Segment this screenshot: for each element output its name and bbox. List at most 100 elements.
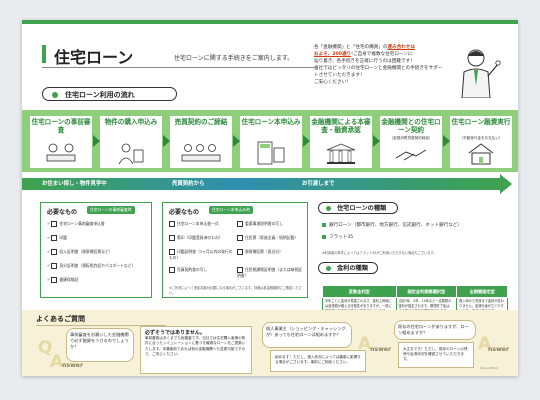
- notice-part3: 辿り着き、各手続きを正確に行うのは困難です！: [314, 59, 415, 64]
- flow-title-dot: [52, 92, 58, 98]
- needs-item: ✔健康保険証: [47, 277, 79, 283]
- notice-highlight-2: およそ、300通り: [314, 52, 352, 57]
- needs-item: ✔印鑑: [47, 235, 67, 241]
- check-icon: ✔: [47, 277, 51, 282]
- bullet-square-icon: [322, 234, 326, 239]
- phase-label-1: お住まい探し・物件見学中: [42, 181, 107, 187]
- q-letter: Q: [38, 338, 53, 358]
- checkbox-icon: [169, 221, 175, 227]
- notice-part4: 当社ではピッタリの住宅ローンと金融機関との手続きをサポートさせていただきます！: [314, 66, 443, 78]
- title-underline: [42, 67, 317, 68]
- handshake-icon: [395, 149, 427, 161]
- advisor-illustration: [461, 49, 501, 98]
- needs-item: 住民税課税証明書（または納税証明書）: [237, 267, 302, 278]
- flow-step-5: 金融機関による本審査・融資承認: [310, 116, 372, 168]
- checkbox-icon: [51, 263, 58, 269]
- notice-highlight-1: 連み合わせは: [387, 45, 416, 50]
- faq-answer-1-body: 事前審査はあくまでも仮審査です。当社では住宅購入者様の条件に合ったシミュレーショ…: [145, 336, 246, 356]
- types-title-dot: [326, 206, 331, 211]
- checkbox-icon: [51, 249, 58, 255]
- faq-question-3: 既存の住宅ローンがありますが、ローン組めますか？: [394, 320, 476, 340]
- a-letter-2: A: [358, 334, 372, 354]
- needs-item: 住民票（家族全員・続柄記載）: [237, 235, 298, 241]
- faq-answer-1: 必ずそうではありません。 事前審査はあくまでも仮審査です。当社では住宅購入者様の…: [140, 326, 252, 374]
- flow-section-title: 住宅ローン利用の流れ: [42, 87, 177, 101]
- rate-header-fixed-period: 固定金利期間選択型: [395, 285, 458, 298]
- loan-type-item: フラット35: [322, 234, 353, 240]
- flow-step-7: 住宅ローン融資実行 （不動産代金をお支払い）: [450, 116, 512, 168]
- flow-step-note: （不動産代金をお支払い）: [459, 136, 503, 140]
- needs-item: 住宅ローン本申込書一式: [169, 221, 219, 227]
- loan-type-item: 銀行ローン（都市銀行、地方銀行、信託銀行、ネット銀行など）: [322, 222, 462, 228]
- a-letter: A: [50, 352, 64, 372]
- flow-step-note: （金銭消費貸借契約締結）: [389, 136, 433, 140]
- phase-label-2: 売買契約から: [172, 181, 205, 187]
- answer-word-3: nswer: [488, 346, 510, 353]
- document-code: SSA-L20012: [480, 366, 499, 370]
- notice-text: 各「金融機関」と「住宅の購買」の連み合わせは およそ、300通り!ご自身で複数な…: [314, 44, 444, 94]
- needs-item: 重要事項説明書の写し: [237, 221, 283, 227]
- a-letter-3: A: [478, 334, 492, 354]
- bullet-square-icon: [322, 222, 326, 227]
- checkbox-icon: [237, 221, 243, 227]
- flow-title-label: 住宅ローン利用の流れ: [65, 91, 135, 99]
- needs-box-application: 必要なもの 住宅ローン本申込み時 住宅ローン本申込書一式 重要事項説明書の写し …: [162, 202, 308, 298]
- types-title-label: 住宅ローンの種類: [337, 205, 387, 212]
- flow-step-label: 住宅ローン本申込み: [241, 118, 301, 126]
- flow-arrow-5: [373, 135, 380, 147]
- phase-bar-arrow: [500, 174, 512, 194]
- checkbox-icon: [51, 277, 58, 283]
- answer-word-2: nswer: [370, 346, 392, 353]
- needs-item: 印鑑証明書（3ヶ月以内の発行のもの）: [169, 249, 233, 260]
- flow-step-label: 売買契約のご締結: [174, 118, 228, 126]
- flow-step-1: 住宅ローンの事前審査: [30, 116, 92, 168]
- needs-item: ✔収入証明書（源泉徴収票など）: [47, 249, 113, 255]
- calculator-icon: [257, 141, 285, 165]
- flow-step-label: 住宅ローン融資実行: [451, 118, 511, 126]
- faq-answer-3: 大丈夫です！ただし、既存のローンの残債や返済状況を確認させていただきます。: [398, 342, 474, 368]
- rate-header-variable: 変動金利型: [322, 285, 397, 298]
- rate-header-fully-fixed: 全期間固定型: [456, 285, 508, 298]
- notice-part5: ご安心ください！: [314, 80, 351, 85]
- faq-question-1: 事前審査をお願いした金融機関で必ず融資をうけるのでしょうか？: [66, 328, 134, 362]
- needs-item: ✔住宅ローン事前審査申込書: [47, 221, 105, 227]
- house-icon: [468, 143, 494, 165]
- faq-answer-1-lead: 必ずそうではありません。: [145, 330, 205, 336]
- flyer-sheet: 住宅ローン 住宅ローンに関する手続きをご案内します。 各「金融機関」と「住宅の購…: [22, 20, 518, 376]
- page-title: 住宅ローン: [54, 48, 134, 67]
- flow-step-4: 住宅ローン本申込み: [240, 116, 302, 168]
- checkbox-icon: [237, 249, 243, 255]
- rate-types-title: 金利の種類: [318, 262, 378, 274]
- flow-arrow-6: [443, 135, 450, 147]
- faq-title: よくあるご質問: [36, 315, 85, 323]
- needs-box-title: 必要なもの: [169, 209, 200, 216]
- flow-step-label: 物件の購入申込み: [104, 118, 158, 126]
- page-subtitle: 住宅ローンに関する手続きをご案内します。: [174, 55, 294, 62]
- faq-title-underline: [36, 325, 166, 326]
- checkbox-icon: [51, 221, 58, 227]
- flow-arrow-4: [303, 135, 310, 147]
- needs-box-title: 必要なもの: [47, 209, 78, 216]
- needs-box-tag: 住宅ローン本申込み時: [209, 206, 253, 214]
- flow-arrow-1: [93, 135, 100, 147]
- rate-title-label: 金利の種類: [337, 265, 368, 272]
- bank-icon: [326, 143, 356, 164]
- contract-meeting-icon: [181, 144, 221, 162]
- flow-step-label: 金融機関との住宅ローン契約: [381, 118, 441, 134]
- flow-step-label: 住宅ローンの事前審査: [31, 118, 91, 134]
- flow-arrow-2: [163, 135, 170, 147]
- application-icon: [118, 143, 144, 165]
- loan-types-title: 住宅ローンの種類: [318, 202, 398, 214]
- faq-question-2: 個人事業主（ショッピング・キャッシングが）あっても住宅ローンは組めますか？: [262, 322, 352, 348]
- consultation-icon: [46, 143, 76, 162]
- needs-item: 源泉徴収票（直近分）: [237, 249, 283, 255]
- phase-label-3: お引渡しまで: [302, 181, 335, 187]
- needs-item: 売買契約書の写し: [169, 267, 207, 273]
- check-icon: ✔: [47, 221, 51, 226]
- flow-step-6: 金融機関との住宅ローン契約 （金銭消費貸借契約締結）: [380, 116, 442, 168]
- needs-box-tag: 住宅ローンの事前審査時: [87, 206, 135, 214]
- answer-word: nswer: [62, 362, 84, 369]
- checkbox-icon: [169, 267, 175, 273]
- flow-step-3: 売買契約のご締結: [170, 116, 232, 168]
- check-icon: ✔: [47, 235, 51, 240]
